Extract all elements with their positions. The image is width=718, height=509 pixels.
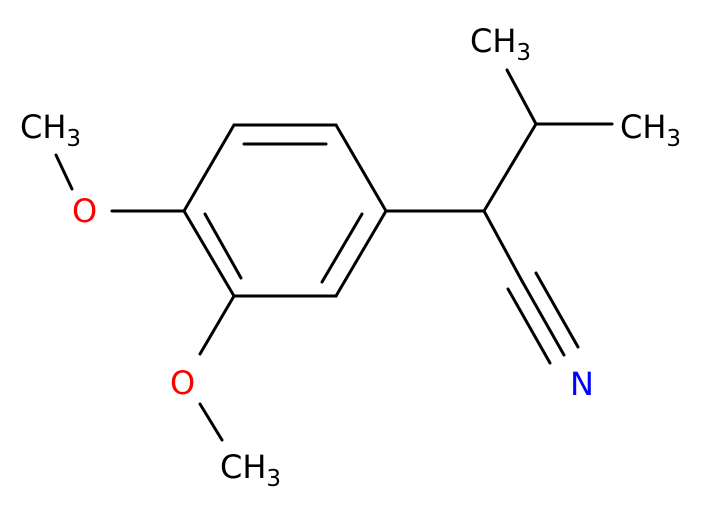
triple-bond-line [534, 271, 580, 349]
isopropyl-to-top-methyl-bond [505, 68, 538, 126]
top-methyl-label: CH3 [470, 22, 531, 66]
nitrile-nitrogen-label: N [570, 365, 594, 403]
side-chain [384, 68, 614, 283]
ring-bond-inner [203, 212, 243, 280]
triple-bond-line [506, 287, 552, 365]
ring-bond [334, 123, 388, 213]
triple-bond-line [520, 279, 566, 357]
ring-bond [182, 123, 236, 213]
lower-oxygen-to-methyl-bond [198, 402, 224, 442]
nitrile-triple-bond [506, 271, 580, 365]
right-methyl-label: CH3 [620, 108, 681, 152]
ring-to-lower-oxygen-bond [198, 294, 236, 356]
alpha-to-nitrile-carbon-bond [482, 209, 524, 283]
upper-oxygen-to-methyl-bond [54, 153, 74, 191]
ring-bond [182, 209, 236, 298]
benzene-ring [182, 123, 388, 298]
lower-oxygen-label: O [170, 364, 195, 402]
methoxy-bonds [54, 153, 236, 442]
upper-methoxy-methyl-label: CH3 [20, 108, 81, 152]
ring-bond-inner [320, 212, 364, 284]
ring-bond [334, 209, 388, 298]
upper-oxygen-label: O [72, 192, 97, 230]
lower-methoxy-methyl-label: CH3 [220, 448, 281, 492]
alpha-to-isopropyl-bond [482, 122, 538, 213]
